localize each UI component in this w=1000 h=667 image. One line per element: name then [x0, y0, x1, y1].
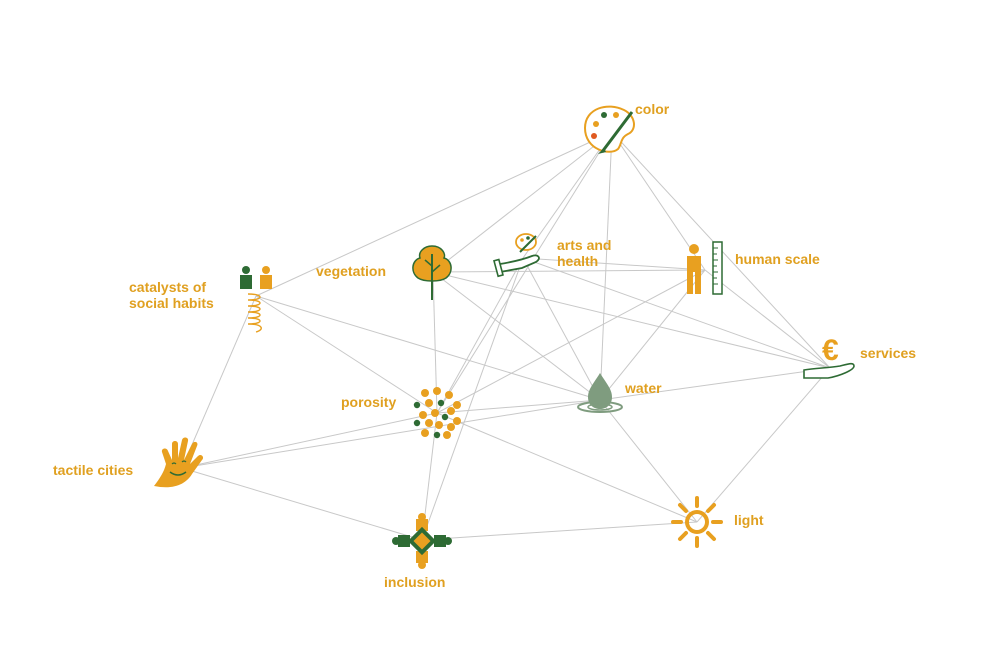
porosity-dot — [431, 409, 439, 417]
edge-arts_health-water — [522, 257, 601, 401]
edge-human_scale-services — [704, 269, 831, 369]
porosity-dot — [443, 431, 451, 439]
edge-arts_health-inclusion — [421, 257, 524, 541]
label-water: water — [624, 380, 662, 396]
porosity-dot — [453, 417, 461, 425]
porosity-dot — [419, 411, 427, 419]
edge-arts_health-human_scale — [522, 257, 706, 271]
sun-icon — [671, 496, 723, 548]
porosity-dot — [421, 389, 429, 397]
edge-arts_health-porosity — [436, 257, 524, 414]
porosity-dot — [445, 391, 453, 399]
edge-tactile-water — [181, 399, 601, 469]
porosity-dot — [441, 413, 449, 421]
edge-color-arts_health — [522, 131, 613, 259]
porosity-dot — [433, 431, 441, 439]
svg-text:€: € — [822, 334, 839, 367]
people-spring-icon — [240, 266, 272, 333]
edge-water-light — [599, 399, 698, 523]
label-inclusion: inclusion — [384, 574, 445, 590]
edge-services-light — [696, 367, 831, 523]
label-services: services — [860, 345, 916, 361]
euro-hand-icon: € — [803, 334, 855, 379]
edge-catalysts-porosity — [255, 295, 438, 414]
edge-color-porosity — [436, 131, 613, 414]
porosity-dot — [447, 423, 455, 431]
label-porosity: porosity — [341, 394, 396, 410]
porosity-dot — [421, 429, 429, 437]
person-ruler-icon — [687, 241, 723, 295]
edge-catalysts-tactile — [181, 295, 257, 469]
edge-inclusion-light — [421, 521, 698, 541]
tree-icon — [412, 245, 452, 300]
edge-tactile-inclusion — [181, 467, 423, 541]
porosity-dot — [413, 401, 421, 409]
edge-color-vegetation — [432, 131, 613, 273]
edge-arts_health-services — [522, 257, 831, 369]
label-color: color — [635, 101, 670, 117]
water-drop-icon — [577, 373, 623, 413]
label-vegetation: vegetation — [316, 263, 386, 279]
porosity-dot — [425, 399, 433, 407]
porosity-dot — [413, 419, 421, 427]
edge-vegetation-services — [432, 271, 831, 369]
label-arts-health: arts and health — [557, 237, 615, 269]
hand-palette-icon — [493, 233, 540, 278]
porosity-dot — [433, 387, 441, 395]
label-catalysts: catalysts of social habits — [129, 279, 214, 311]
edge-porosity-water — [436, 399, 601, 414]
porosity-dot — [437, 399, 445, 407]
porosity-dot — [435, 421, 443, 429]
edge-vegetation-human_scale — [432, 269, 706, 273]
porosity-dot — [447, 407, 455, 415]
smiling-hand-icon — [154, 437, 204, 488]
label-human-scale: human scale — [735, 251, 820, 267]
porosity-dot — [425, 419, 433, 427]
edge-catalysts-water — [255, 295, 601, 401]
dots-cluster-icon — [413, 387, 461, 439]
puzzle-icon — [392, 513, 452, 569]
palette-icon — [583, 105, 635, 154]
edge-color-catalysts — [255, 131, 613, 297]
edge-porosity-light — [436, 412, 698, 523]
edge-color-water — [599, 131, 613, 401]
porosity-dot — [453, 401, 461, 409]
edge-porosity-tactile — [181, 412, 438, 469]
edge-human_scale-porosity — [436, 269, 706, 414]
edge-water-services — [599, 367, 831, 401]
edges-layer — [181, 131, 831, 541]
edge-vegetation-water — [432, 271, 601, 401]
label-light: light — [734, 512, 764, 528]
label-tactile-cities: tactile cities — [53, 462, 133, 478]
